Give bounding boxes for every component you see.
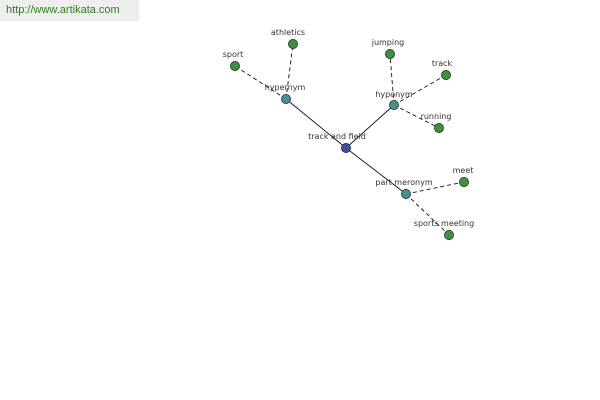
root-node[interactable]: [341, 143, 351, 153]
edge-part-meronym-meet: [405, 181, 465, 195]
edge-hypernym-sport: [234, 65, 287, 100]
leaf-label-athletics[interactable]: athletics: [271, 28, 305, 37]
relation-node-hyponym[interactable]: [389, 100, 399, 110]
site-url-link[interactable]: http://www.artikata.com: [0, 0, 139, 21]
edge-root-hypernym: [285, 98, 347, 149]
leaf-node-running[interactable]: [434, 123, 444, 133]
leaf-node-jumping[interactable]: [385, 49, 395, 59]
relation-label-hyponym[interactable]: hyponym: [375, 90, 413, 99]
relation-label-part-meronym[interactable]: part meronym: [375, 178, 432, 187]
root-label[interactable]: track and field: [308, 132, 366, 141]
leaf-label-jumping[interactable]: jumping: [371, 38, 405, 47]
leaf-label-sports-meeting[interactable]: sports meeting: [414, 219, 474, 228]
edge-part-meronym-sports-meeting: [405, 193, 450, 236]
leaf-node-track[interactable]: [441, 70, 451, 80]
edge-hyponym-track: [393, 74, 447, 106]
leaf-node-meet[interactable]: [459, 177, 469, 187]
leaf-label-sport[interactable]: sport: [223, 50, 244, 59]
edge-root-part-meronym: [345, 147, 407, 195]
leaf-node-sport[interactable]: [230, 61, 240, 71]
leaf-label-meet[interactable]: meet: [453, 166, 474, 175]
labels-layer: track and field hypernym sport athletics hyp…: [223, 28, 475, 228]
edge-hyponym-running: [393, 104, 440, 129]
edge-root-hyponym: [345, 104, 395, 149]
leaf-label-running[interactable]: running: [421, 112, 452, 121]
relation-node-part-meronym[interactable]: [401, 189, 411, 199]
relation-label-hypernym[interactable]: hypernym: [265, 83, 306, 92]
relation-node-hypernym[interactable]: [281, 94, 291, 104]
edges-layer: [234, 43, 465, 236]
leaf-node-sports-meeting[interactable]: [444, 230, 454, 240]
edge-hyponym-jumping: [389, 53, 395, 106]
leaf-label-track[interactable]: track: [432, 59, 453, 68]
leaf-node-athletics[interactable]: [288, 39, 298, 49]
edge-hypernym-athletics: [285, 43, 294, 100]
nodes-layer: [230, 39, 469, 240]
